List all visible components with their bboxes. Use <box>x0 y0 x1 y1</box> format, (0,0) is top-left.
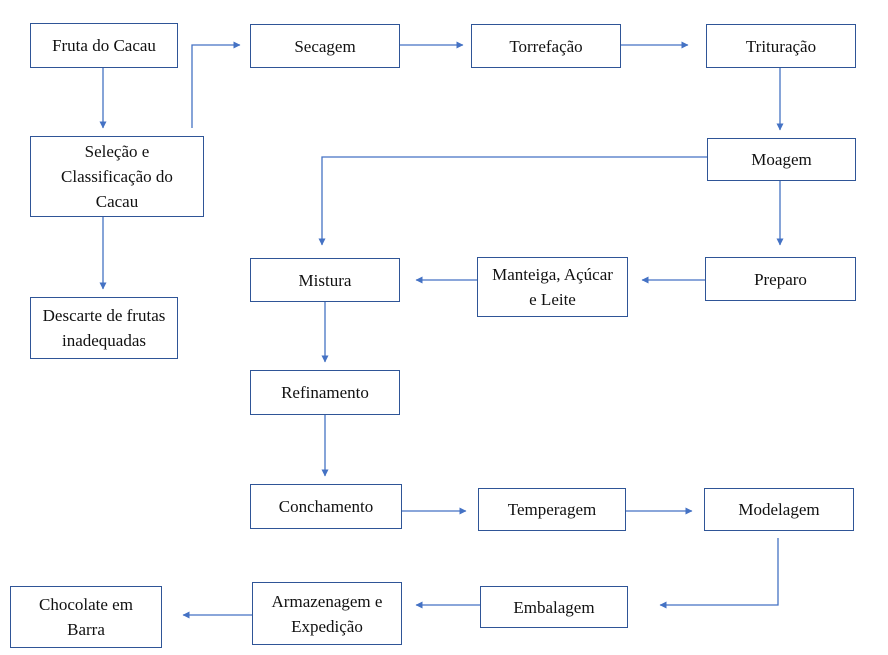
node-armazenagem-expedicao: Armazenagem e Expedição <box>252 582 402 645</box>
node-label: Fruta do Cacau <box>52 33 156 58</box>
node-label: Armazenagem e Expedição <box>272 589 383 639</box>
node-torrefacao: Torrefação <box>471 24 621 68</box>
node-moagem: Moagem <box>707 138 856 181</box>
node-embalagem: Embalagem <box>480 586 628 628</box>
node-label: Conchamento <box>279 494 373 519</box>
node-temperagem: Temperagem <box>478 488 626 531</box>
node-label: Descarte de frutas inadequadas <box>43 303 166 353</box>
node-label: Secagem <box>294 34 355 59</box>
node-label: Temperagem <box>508 497 597 522</box>
node-label: Seleção e Classificação do Cacau <box>61 139 173 214</box>
arrow-moagem-to-mistura <box>322 157 707 245</box>
node-preparo: Preparo <box>705 257 856 301</box>
node-label: Trituração <box>746 34 816 59</box>
node-secagem: Secagem <box>250 24 400 68</box>
node-refinamento: Refinamento <box>250 370 400 415</box>
node-chocolate-em-barra: Chocolate em Barra <box>10 586 162 648</box>
node-modelagem: Modelagem <box>704 488 854 531</box>
node-descarte: Descarte de frutas inadequadas <box>30 297 178 359</box>
node-manteiga-acucar-leite: Manteiga, Açúcar e Leite <box>477 257 628 317</box>
node-label: Embalagem <box>513 595 594 620</box>
node-fruta-do-cacau: Fruta do Cacau <box>30 23 178 68</box>
node-label: Refinamento <box>281 380 369 405</box>
node-label: Moagem <box>751 147 811 172</box>
node-label: Torrefação <box>509 34 582 59</box>
node-label: Chocolate em Barra <box>39 592 133 642</box>
node-trituracao: Trituração <box>706 24 856 68</box>
node-label: Manteiga, Açúcar e Leite <box>492 262 613 312</box>
node-label: Preparo <box>754 267 807 292</box>
node-label: Mistura <box>299 268 352 293</box>
arrow-modelagem-to-embalagem <box>660 538 778 605</box>
node-mistura: Mistura <box>250 258 400 302</box>
node-selecao-classificacao: Seleção e Classificação do Cacau <box>30 136 204 217</box>
node-conchamento: Conchamento <box>250 484 402 529</box>
arrow-selecao-to-secagem <box>192 45 240 128</box>
node-label: Modelagem <box>738 497 819 522</box>
